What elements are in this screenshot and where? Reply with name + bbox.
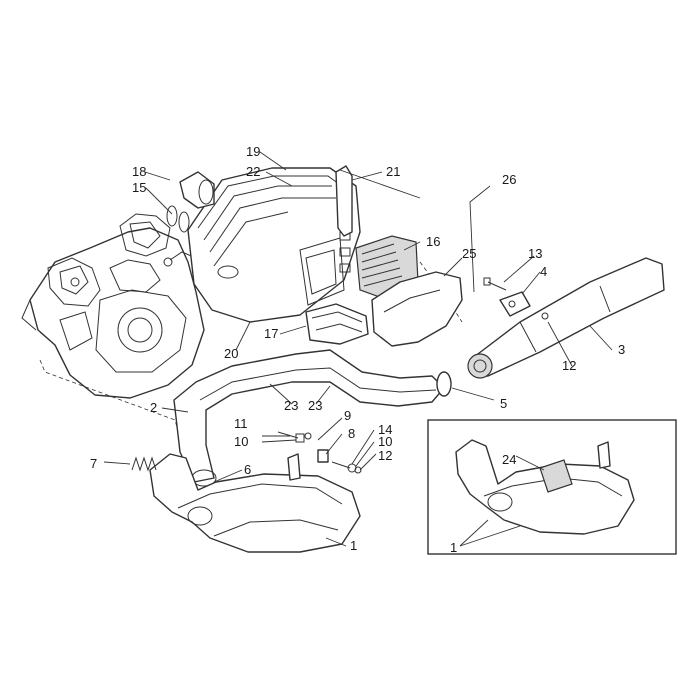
mounting-rod xyxy=(335,165,353,237)
callout-12b: 12 xyxy=(378,448,392,463)
exhaust-pipe xyxy=(173,349,445,487)
callout-23b: 23 xyxy=(308,398,322,413)
callout-labels: 18 15 19 22 21 26 16 25 13 4 17 20 12 3 … xyxy=(90,144,625,555)
silencer-bracket xyxy=(499,291,531,317)
callout-21: 21 xyxy=(386,164,400,179)
callout-12: 12 xyxy=(562,358,576,373)
mounting-hardware xyxy=(277,431,362,474)
callout-3: 3 xyxy=(618,342,625,357)
intake-sleeve-18 xyxy=(179,171,215,209)
callout-15: 15 xyxy=(132,180,146,195)
callout-24: 24 xyxy=(502,452,516,467)
engine-block xyxy=(21,213,205,399)
callout-10b: 10 xyxy=(378,434,392,449)
expansion-chamber xyxy=(149,453,361,553)
callout-17: 17 xyxy=(264,326,278,341)
callout-7: 7 xyxy=(90,456,97,471)
callout-5: 5 xyxy=(500,396,507,411)
callout-4: 4 xyxy=(540,264,547,279)
callout-19: 19 xyxy=(246,144,260,159)
callout-18: 18 xyxy=(132,164,146,179)
exhaust-clamp xyxy=(436,371,452,397)
callout-14: 14 xyxy=(378,422,392,437)
callout-6: 6 xyxy=(244,462,251,477)
leader-lines xyxy=(103,151,613,547)
hose-clamp-15 xyxy=(166,205,190,233)
callout-22: 22 xyxy=(246,164,260,179)
callout-1b: 1 xyxy=(450,540,457,555)
exhaust-spring xyxy=(131,456,157,472)
callout-13: 13 xyxy=(528,246,542,261)
callout-8: 8 xyxy=(348,426,355,441)
callout-25: 25 xyxy=(462,246,476,261)
callout-2: 2 xyxy=(150,400,157,415)
callout-26: 26 xyxy=(502,172,516,187)
callout-9: 9 xyxy=(344,408,351,423)
intake-sleeve xyxy=(305,303,369,345)
bolt-13 xyxy=(483,277,507,291)
callout-16: 16 xyxy=(426,234,440,249)
callout-20: 20 xyxy=(224,346,238,361)
filter-cover xyxy=(371,271,463,347)
callout-11: 11 xyxy=(234,416,248,431)
callout-23: 23 xyxy=(284,398,298,413)
callout-10: 10 xyxy=(234,434,248,449)
silencer xyxy=(467,257,665,379)
variant-inset xyxy=(427,419,677,555)
air-box-housing xyxy=(187,167,361,323)
callout-1: 1 xyxy=(350,538,357,553)
